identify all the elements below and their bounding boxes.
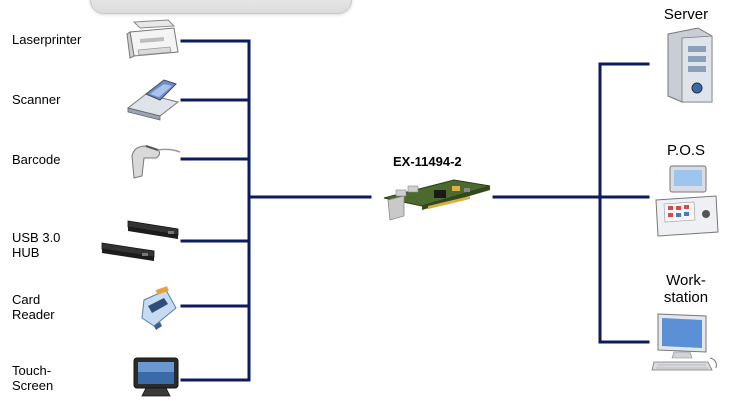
label-card-reader: Card Reader	[12, 292, 55, 322]
pos-terminal-icon	[650, 162, 722, 238]
label-workstation-line2: station	[663, 289, 709, 306]
label-scanner: Scanner	[12, 92, 61, 107]
label-workstation: Work- station	[641, 272, 729, 306]
label-laserprinter: Laserprinter	[12, 32, 82, 47]
label-touchscreen-line1: Touch-	[12, 363, 52, 378]
label-touchscreen-line2: Screen	[12, 378, 54, 393]
label-barcode: Barcode	[12, 152, 61, 167]
touchscreen-icon	[128, 354, 182, 400]
server-icon	[664, 26, 714, 104]
label-workstation-line1: Work-	[666, 272, 706, 289]
label-card-reader-line2: Reader	[12, 307, 55, 322]
label-pos: P.O.S	[666, 142, 706, 159]
label-usb-hub-line1: USB 3.0	[12, 230, 61, 245]
label-usb-hub: USB 3.0 HUB	[12, 230, 60, 260]
printer-icon	[124, 16, 182, 62]
label-touchscreen: Touch- Screen	[12, 363, 53, 393]
barcode-scanner-icon	[128, 138, 184, 182]
label-card-reader-line1: Card	[12, 292, 41, 307]
label-usb-hub-line2: HUB	[12, 245, 40, 260]
usb-hub-icon	[98, 217, 184, 269]
scanner-icon	[124, 76, 180, 122]
card-reader-icon	[136, 286, 180, 332]
pcie-card-icon	[378, 172, 496, 222]
center-device-title: EX-11494-2	[393, 154, 462, 169]
workstation-icon	[650, 312, 722, 374]
label-server: Server	[663, 6, 709, 23]
